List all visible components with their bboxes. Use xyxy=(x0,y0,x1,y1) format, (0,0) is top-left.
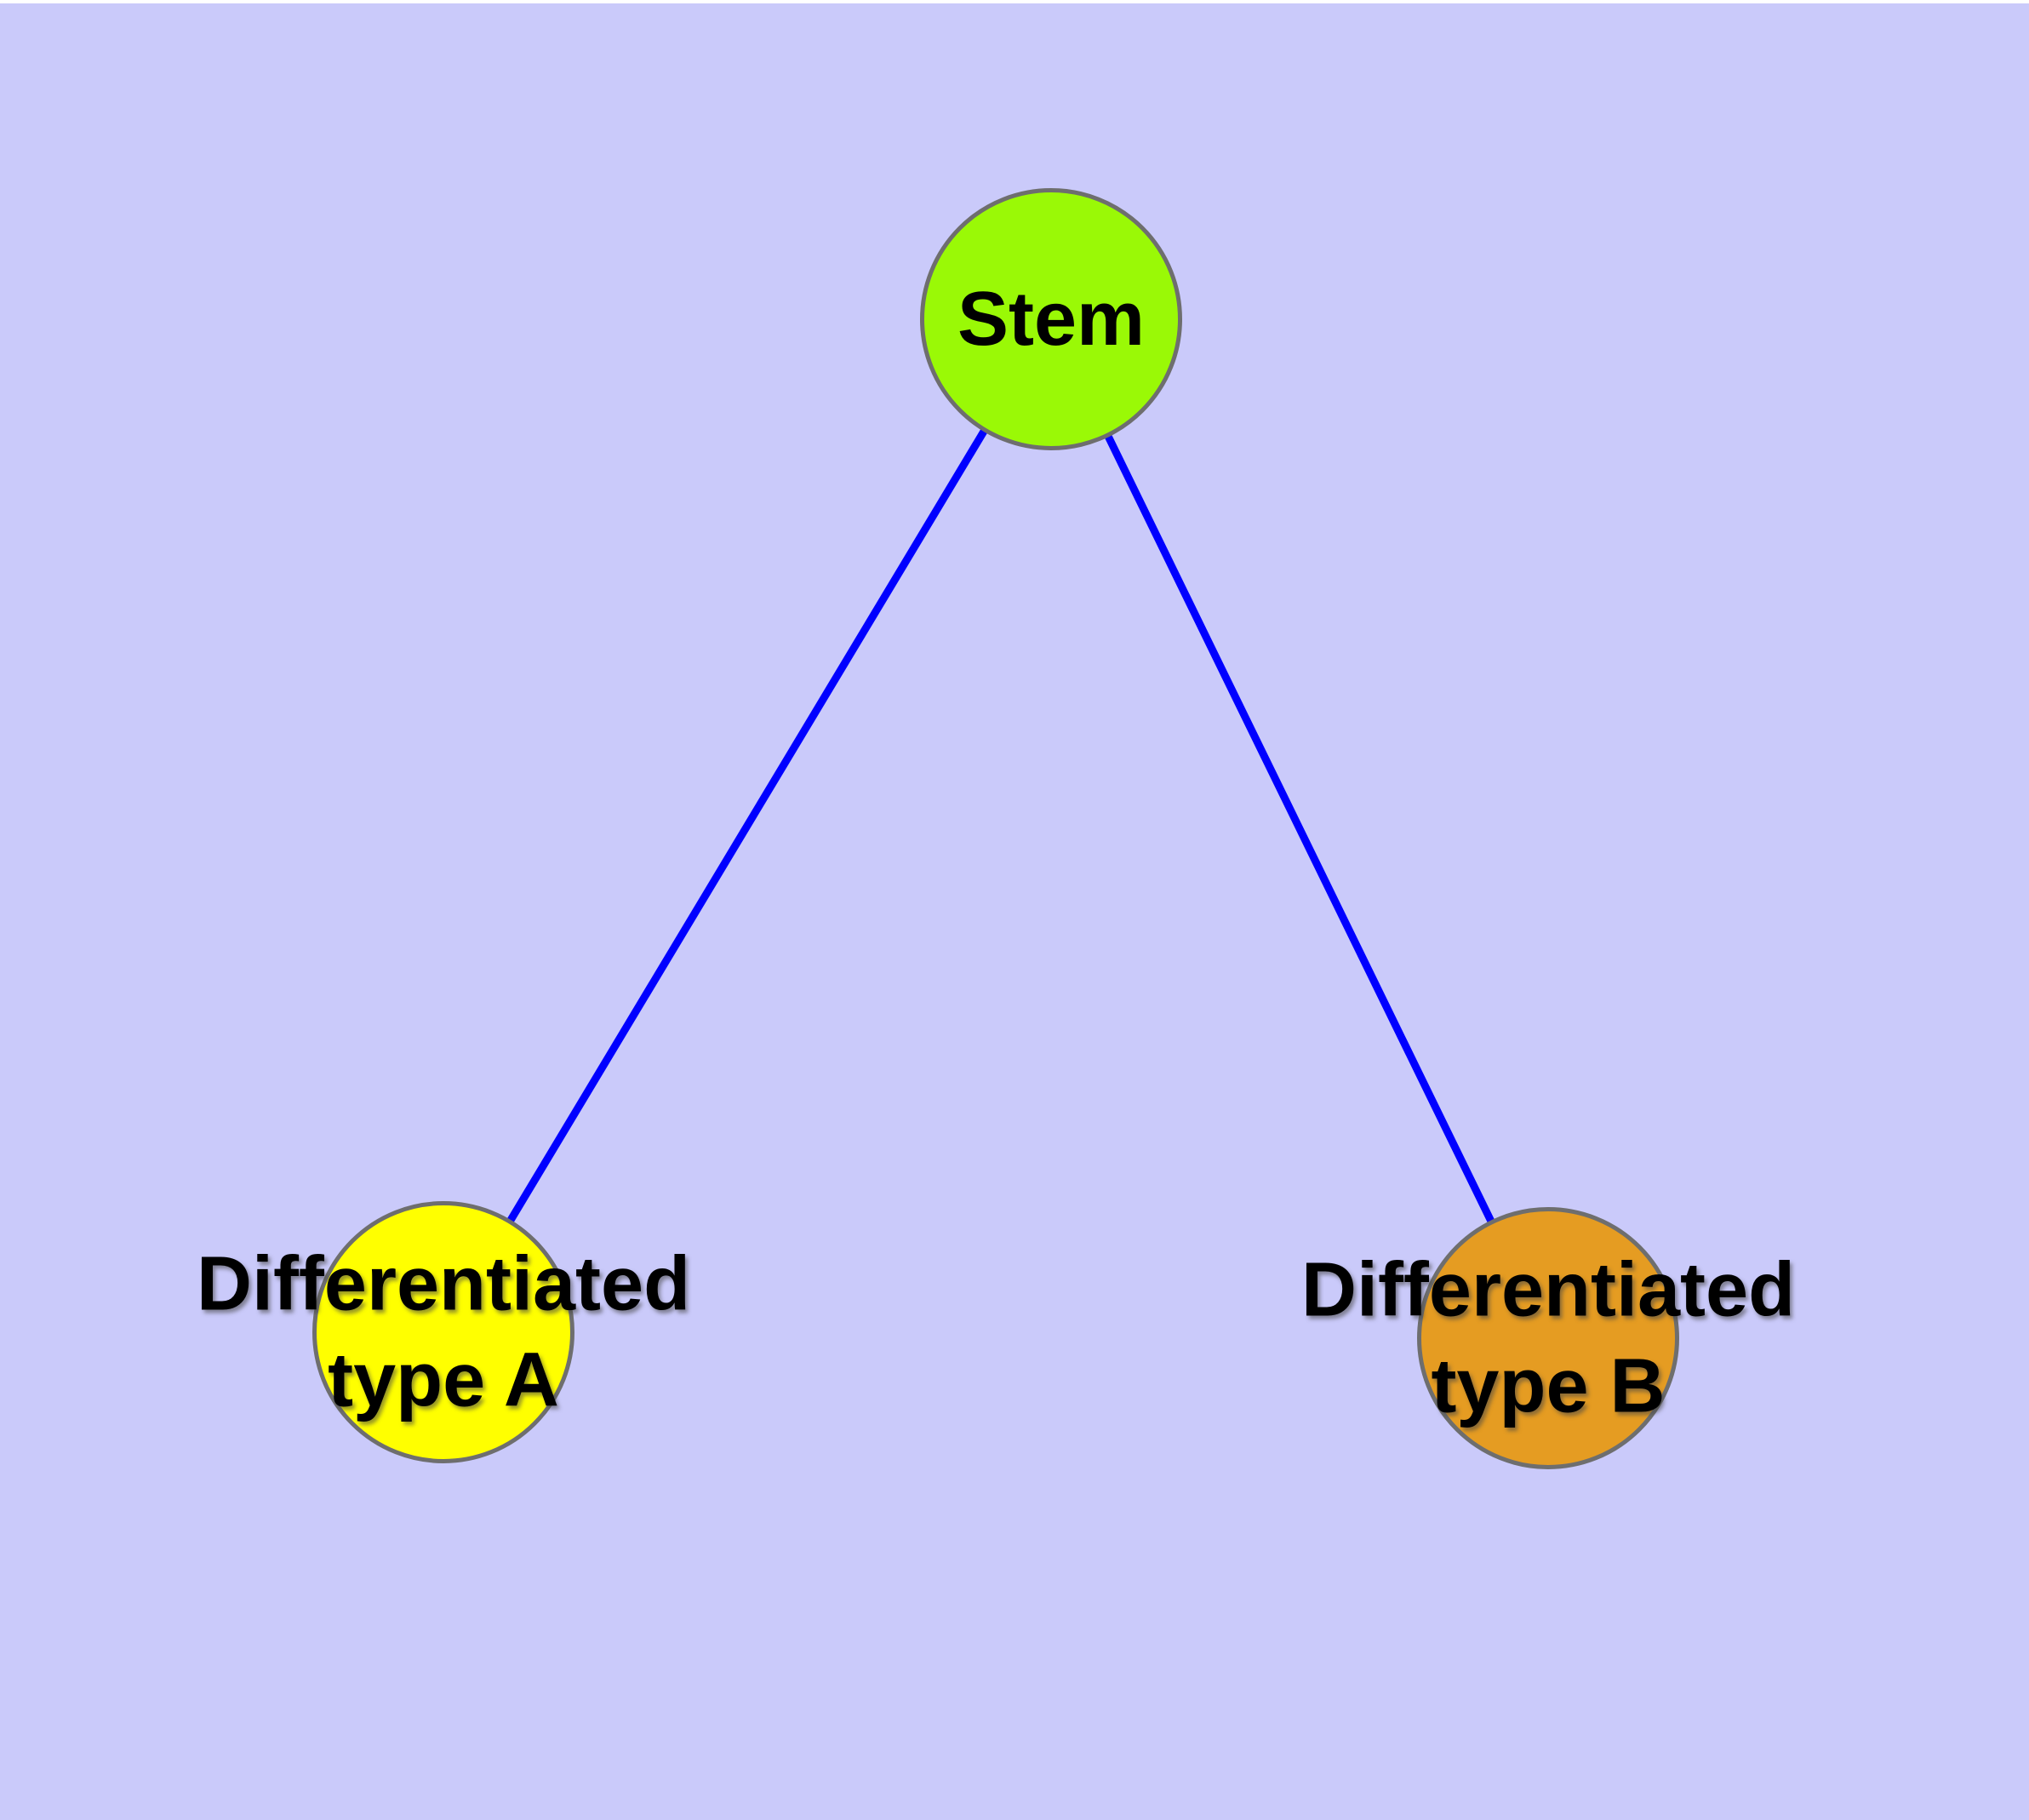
node-differentiated-type-a xyxy=(312,1201,574,1463)
node-differentiated-type-a-label: Differentiated type A xyxy=(196,1241,691,1423)
edge-stem-to-type-a xyxy=(440,317,1055,1335)
node-stem xyxy=(920,188,1182,450)
node-differentiated-type-b-label: Differentiated type B xyxy=(1300,1247,1796,1429)
node-stem-label: Stem xyxy=(957,276,1146,362)
edge-stem-to-type-b xyxy=(1047,318,1552,1340)
node-differentiated-type-b xyxy=(1417,1207,1679,1469)
